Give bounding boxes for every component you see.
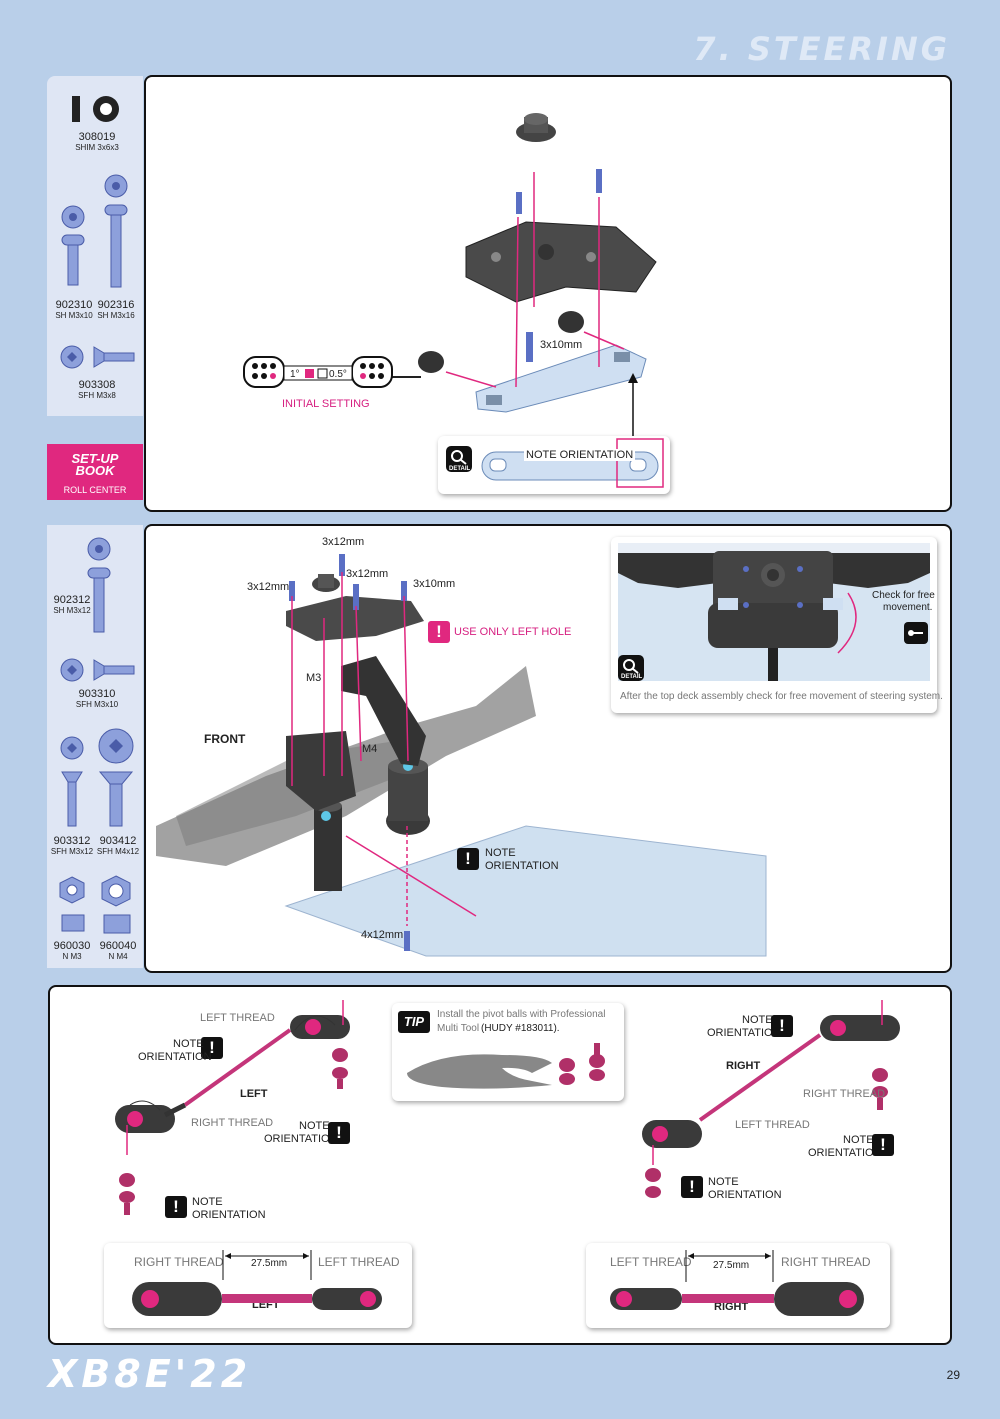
left-linkage-diagram	[115, 1000, 350, 1215]
warning-icon: !	[771, 1015, 793, 1037]
detail-label-2: DETAIL	[621, 674, 643, 680]
note-label-l1: NOTE	[173, 1038, 204, 1050]
check-free-label: Check for free	[872, 590, 935, 601]
screw-3x12-label-1: 3x12mm	[322, 536, 365, 548]
orientation-label-r1: ORIENTATION	[707, 1027, 781, 1039]
screw-icon	[61, 174, 128, 288]
left-marker-label: LEFT	[240, 1088, 268, 1100]
right-marker-label: RIGHT	[726, 1060, 761, 1072]
product-logo: XB8E'22	[48, 1352, 252, 1396]
screw-3x10-label-2: 3x10mm	[413, 578, 456, 590]
magnifier-icon	[618, 655, 644, 681]
left-thread-label-l: LEFT THREAD	[200, 1012, 275, 1024]
warning-icon: !	[681, 1176, 703, 1198]
tip-text-2: Multi Tool	[437, 1023, 480, 1034]
orientation-label-l2: ORIENTATION	[264, 1133, 338, 1145]
detail-caption: After the top deck assembly check for fr…	[620, 691, 943, 702]
shim-right-value: 0.5°	[329, 369, 347, 380]
right-thread-label-l: RIGHT THREAD	[191, 1117, 274, 1129]
right-thread-label-r: RIGHT THREAD	[803, 1088, 886, 1100]
orientation-label-l3: ORIENTATION	[192, 1209, 266, 1221]
screw-3x12-label-2: 3x12mm	[346, 568, 389, 580]
orientation-label-l1: ORIENTATION	[138, 1051, 212, 1063]
warning-icon: !	[165, 1196, 187, 1218]
nut-icon	[59, 875, 131, 934]
note-label-l3: NOTE	[192, 1196, 223, 1208]
m4-label: M4	[362, 743, 378, 755]
section-title: 7. STEERING	[693, 30, 950, 68]
shim-icon	[72, 96, 119, 122]
shim-left-value: 1°	[290, 369, 300, 380]
note-label-r2: NOTE	[843, 1134, 874, 1146]
warning-icon: !	[328, 1122, 350, 1144]
br-marker: RIGHT	[714, 1301, 749, 1313]
screw-icon	[87, 537, 111, 633]
shim-setting-diagram	[243, 356, 393, 388]
bl-right-thread: RIGHT THREAD	[134, 1255, 224, 1269]
steering-plate-diagram	[386, 113, 657, 442]
note-label-r1: NOTE	[742, 1014, 773, 1026]
flat-screw-icon	[60, 345, 135, 369]
br-left-thread: LEFT THREAD	[610, 1255, 692, 1269]
movement-label: movement.	[883, 602, 933, 613]
note-label-l2: NOTE	[299, 1120, 330, 1132]
screw-3x10-label: 3x10mm	[540, 339, 583, 351]
screw-4x12-label: 4x12mm	[361, 929, 404, 941]
initial-setting-label: INITIAL SETTING	[282, 398, 370, 410]
flat-screw-icon	[60, 658, 135, 682]
flat-screw-icon	[60, 728, 134, 827]
warning-icon: !	[428, 621, 450, 643]
note-label-r3: NOTE	[708, 1176, 739, 1188]
warning-icon: !	[201, 1037, 223, 1059]
left-thread-label-r: LEFT THREAD	[735, 1119, 810, 1131]
magnifier-icon	[446, 446, 472, 472]
bl-length: 27.5mm	[251, 1258, 288, 1269]
note-orientation-label-1: NOTE ORIENTATION	[524, 449, 636, 461]
br-length: 27.5mm	[713, 1260, 750, 1271]
tip-text-3: (HUDY #183011).	[481, 1023, 560, 1034]
orientation-label-r2: ORIENTATION	[808, 1147, 882, 1159]
arrow-icon	[904, 622, 928, 644]
right-linkage-diagram	[642, 1000, 900, 1198]
screw-3x12-label-3: 3x12mm	[247, 581, 290, 593]
right-linkage-length-diagram	[610, 1250, 864, 1316]
orientation-label-r3: ORIENTATION	[708, 1189, 782, 1201]
page-number: 29	[946, 1368, 960, 1382]
multi-tool-image	[407, 1043, 605, 1089]
note-label-2: NOTE	[485, 847, 516, 859]
left-linkage-length-diagram	[132, 1250, 382, 1316]
front-label: FRONT	[204, 732, 246, 746]
m3-label: M3	[306, 672, 322, 684]
br-right-thread: RIGHT THREAD	[781, 1255, 871, 1269]
detail-label-1: DETAIL	[449, 466, 471, 472]
top-deck-detail-image	[618, 543, 930, 681]
tip-badge: TIP	[398, 1011, 430, 1033]
tip-text-1: Install the pivot balls with Professiona…	[437, 1009, 606, 1020]
bl-left-thread: LEFT THREAD	[318, 1255, 400, 1269]
servo-saver-assembly-diagram	[156, 554, 767, 957]
warning-icon: !	[872, 1134, 894, 1156]
orientation-label-2: ORIENTATION	[485, 860, 559, 872]
warning-icon: !	[457, 848, 479, 870]
use-left-hole-label: USE ONLY LEFT HOLE	[454, 626, 572, 638]
